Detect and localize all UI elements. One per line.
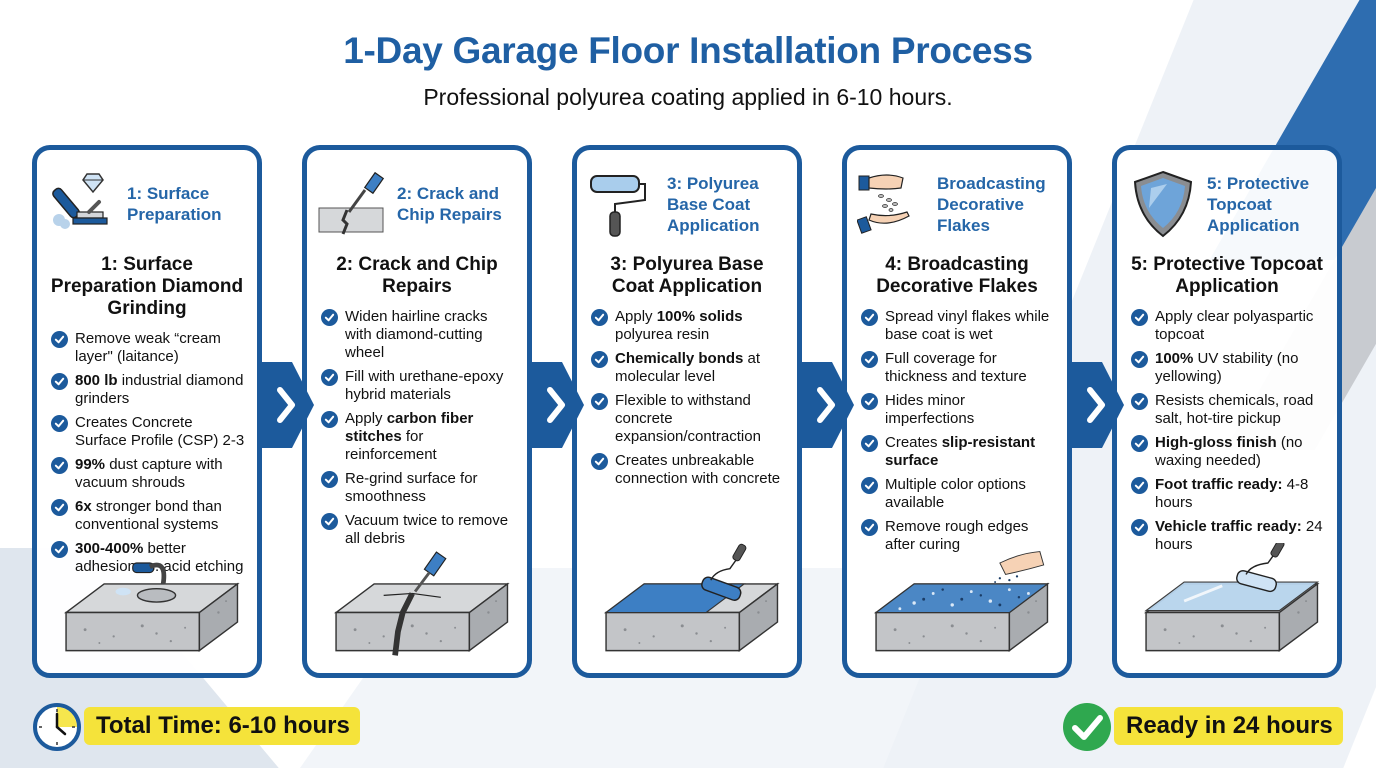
check-icon	[861, 435, 878, 452]
step-kicker: 5: Protective Topcoat Application	[1207, 173, 1310, 235]
check-icon	[51, 415, 68, 432]
flakes-illustration	[857, 543, 1057, 663]
bullet-list: Apply clear polyaspartic topcoat 100% UV…	[1127, 308, 1327, 554]
hands-flakes-icon	[856, 168, 929, 240]
bullet-list: Remove weak “cream layer" (laitance) 800…	[47, 330, 247, 576]
total-time-badge: Total Time: 6-10 hours	[84, 707, 360, 745]
crack-fill-illustration	[317, 543, 517, 663]
step-arrow-icon	[262, 362, 314, 448]
green-check-icon	[1062, 702, 1112, 752]
bullet-item: Fill with urethane-epoxy hybrid material…	[321, 368, 517, 404]
check-icon	[861, 477, 878, 494]
grinder-illustration	[47, 543, 247, 663]
bullet-list: Apply 100% solids polyurea resin Chemica…	[587, 308, 787, 488]
page-subtitle: Professional polyurea coating applied in…	[423, 84, 953, 110]
step-arrow-icon	[532, 362, 584, 448]
step-card-2: 2: Crack and Chip Repairs 2: Crack and C…	[302, 145, 532, 678]
bullet-item: Apply clear polyaspartic topcoat	[1131, 308, 1327, 344]
bullet-item: Remove weak “cream layer" (laitance)	[51, 330, 247, 366]
clock-icon	[32, 702, 82, 752]
check-icon	[321, 411, 338, 428]
check-icon	[1131, 477, 1148, 494]
bullet-item: Flexible to withstand concrete expansion…	[591, 392, 787, 446]
diamond-grinder-icon	[47, 168, 119, 240]
bullet-item: Chemically bonds at molecular level	[591, 350, 787, 386]
step-kicker: 2: Crack and Chip Repairs	[397, 184, 502, 224]
check-icon	[321, 471, 338, 488]
check-icon	[1131, 519, 1148, 536]
bullet-item: Full coverage for thickness and texture	[861, 350, 1057, 386]
bullet-item: Vehicle traffic ready: 24 hours	[1131, 518, 1327, 554]
check-icon	[1131, 351, 1148, 368]
step-kicker: 1: Surface Preparation	[127, 184, 222, 224]
bullet-list: Widen hairline cracks with diamond-cutti…	[317, 308, 517, 548]
bullet-item: Hides minor imperfections	[861, 392, 1057, 428]
check-icon	[51, 499, 68, 516]
check-icon	[321, 513, 338, 530]
step-title: 5: Protective Topcoat Application	[1131, 254, 1323, 297]
check-icon	[1131, 309, 1148, 326]
check-icon	[321, 309, 338, 326]
step-kicker: Broadcasting Decorative Flakes	[937, 173, 1046, 235]
topcoat-illustration	[1127, 539, 1327, 663]
check-icon	[51, 457, 68, 474]
step-kicker: 3: Polyurea Base Coat Application	[667, 173, 760, 235]
base-coat-illustration	[587, 543, 787, 663]
bullet-item: Vacuum twice to remove all debris	[321, 512, 517, 548]
bullet-item: 800 lb industrial diamond grinders	[51, 372, 247, 408]
bullet-item: Apply carbon fiber stitches for reinforc…	[321, 410, 517, 464]
step-title: 1: Surface Preparation Diamond Grinding	[50, 254, 244, 319]
bullet-item: Spread vinyl flakes while base coat is w…	[861, 308, 1057, 344]
check-icon	[861, 309, 878, 326]
check-icon	[51, 331, 68, 348]
bullet-item: Creates unbreakable connection with conc…	[591, 452, 787, 488]
bullet-list: Spread vinyl flakes while base coat is w…	[857, 308, 1057, 554]
step-card-5: 5: Protective Topcoat Application 5: Pro…	[1112, 145, 1342, 678]
check-icon	[591, 351, 608, 368]
check-icon	[861, 393, 878, 410]
bullet-item: Apply 100% solids polyurea resin	[591, 308, 787, 344]
check-icon	[591, 393, 608, 410]
bullet-item: 6x stronger bond than conventional syste…	[51, 498, 247, 534]
check-icon	[861, 519, 878, 536]
paint-roller-icon	[587, 168, 659, 240]
bullet-item: Re-grind surface for smoothness	[321, 470, 517, 506]
check-icon	[591, 453, 608, 470]
bullet-item: Foot traffic ready: 4-8 hours	[1131, 476, 1327, 512]
step-arrow-icon	[802, 362, 854, 448]
bullet-item: 99% dust capture with vacuum shrouds	[51, 456, 247, 492]
step-title: 4: Broadcasting Decorative Flakes	[876, 254, 1038, 297]
check-icon	[591, 309, 608, 326]
shield-icon	[1127, 168, 1199, 240]
step-title: 2: Crack and Chip Repairs	[336, 254, 498, 297]
check-icon	[861, 351, 878, 368]
ready-badge: Ready in 24 hours	[1114, 707, 1343, 745]
check-icon	[1131, 435, 1148, 452]
step-card-4: Broadcasting Decorative Flakes 4: Broadc…	[842, 145, 1072, 678]
page-title: 1-Day Garage Floor Installation Process	[343, 30, 1033, 71]
check-icon	[321, 369, 338, 386]
check-icon	[51, 541, 68, 558]
check-icon	[1131, 393, 1148, 410]
bullet-item: 100% UV stability (no yellowing)	[1131, 350, 1327, 386]
check-icon	[51, 373, 68, 390]
crack-repair-icon	[317, 168, 389, 240]
step-title: 3: Polyurea Base Coat Application	[610, 254, 764, 297]
step-card-1: 1: Surface Preparation 1: Surface Prepar…	[32, 145, 262, 678]
bullet-item: Creates Concrete Surface Profile (CSP) 2…	[51, 414, 247, 450]
bullet-item: High-gloss finish (no waxing needed)	[1131, 434, 1327, 470]
step-arrow-icon	[1072, 362, 1124, 448]
bullet-item: Creates slip-resistant surface	[861, 434, 1057, 470]
step-card-3: 3: Polyurea Base Coat Application 3: Pol…	[572, 145, 802, 678]
bullet-item: Resists chemicals, road salt, hot-tire p…	[1131, 392, 1327, 428]
bullet-item: Widen hairline cracks with diamond-cutti…	[321, 308, 517, 362]
bullet-item: Multiple color options available	[861, 476, 1057, 512]
bullet-item: Remove rough edges after curing	[861, 518, 1057, 554]
